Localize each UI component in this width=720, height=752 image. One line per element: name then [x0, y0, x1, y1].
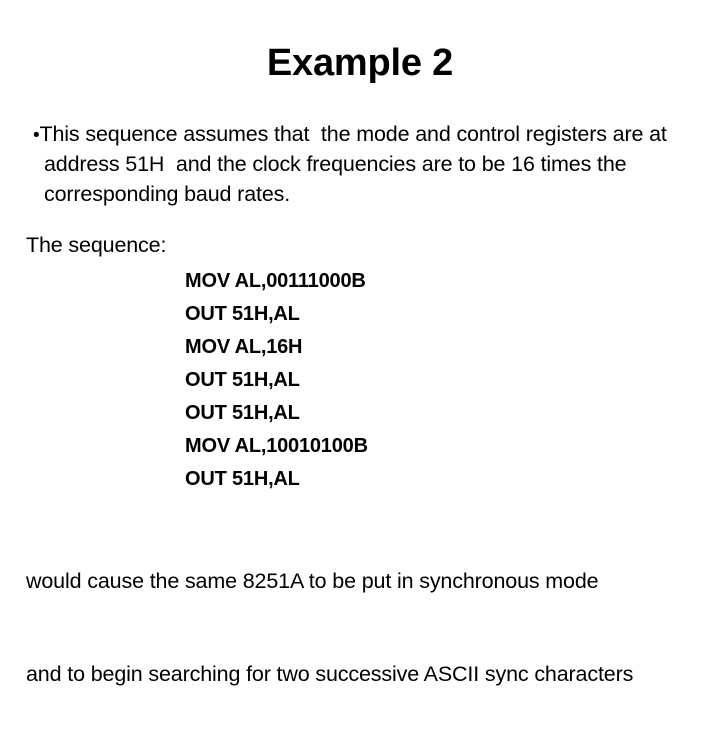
bullet-paragraph: •This sequence assumes that the mode and… [26, 120, 698, 210]
bullet-paragraph-text: This sequence assumes that the mode and … [39, 121, 673, 206]
page-title: Example 2 [266, 42, 454, 84]
sequence-label: The sequence: [26, 232, 167, 257]
code-line: OUT 51H,AL [185, 303, 300, 325]
code-line: MOV AL,00111000B [185, 270, 366, 292]
code-line: MOV AL,10010100B [185, 435, 368, 457]
code-block: MOV AL,00111000B OUT 51H,AL MOV AL,16H O… [26, 265, 698, 496]
code-line: MOV AL,16H [185, 336, 303, 358]
slide-canvas: Example 2 •This sequence assumes that th… [26, 42, 667, 686]
code-line: OUT 51H,AL [185, 468, 300, 490]
slide-body: •This sequence assumes that the mode and… [26, 98, 698, 752]
code-line: OUT 51H,AL [185, 402, 300, 424]
closing-paragraph: would cause the same 8251A to be put in … [26, 504, 698, 752]
closing-paragraph-line-1: would cause the same 8251A to be put in … [26, 569, 599, 593]
closing-paragraph-line-2: and to begin searching for two successiv… [26, 662, 634, 686]
code-line: OUT 51H,AL [185, 369, 300, 391]
bullet-icon: • [33, 124, 40, 146]
